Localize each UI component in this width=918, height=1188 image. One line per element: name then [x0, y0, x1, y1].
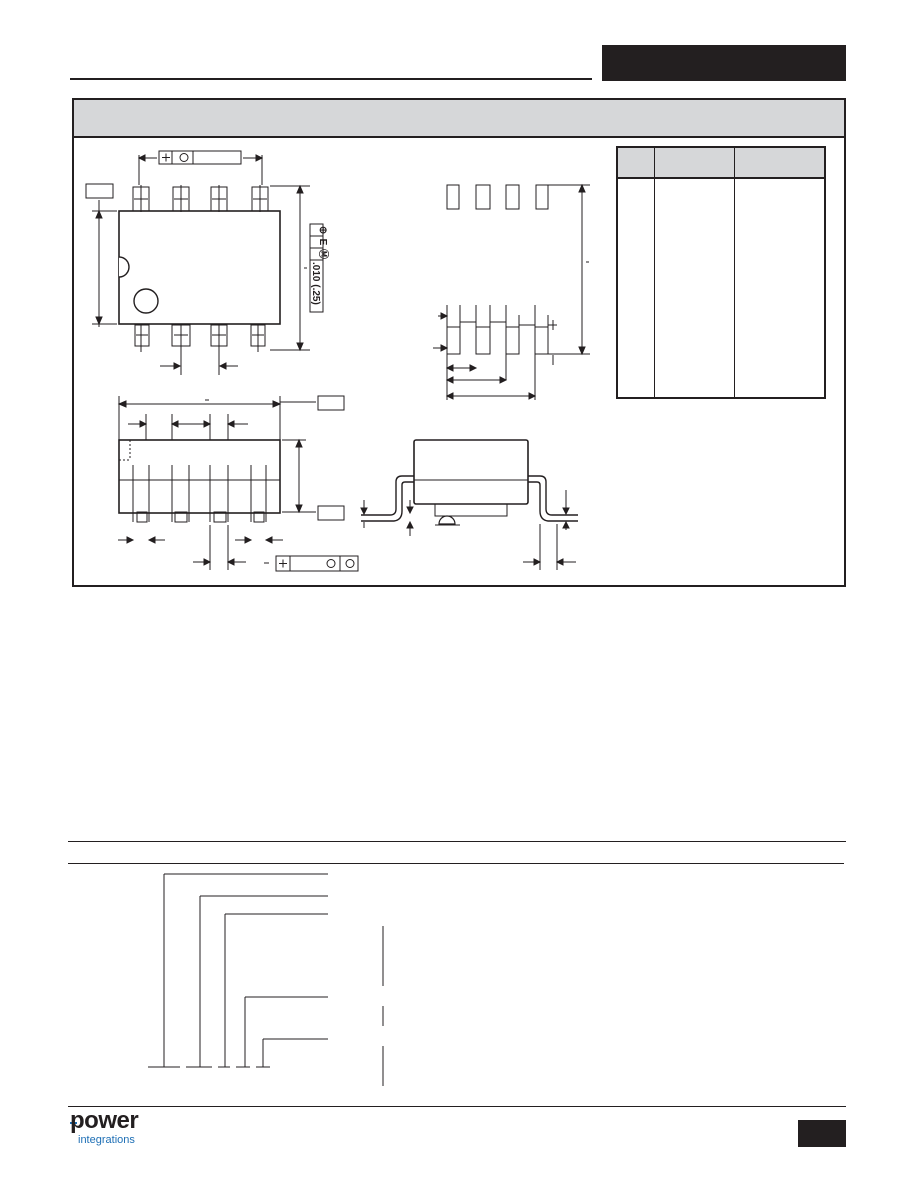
svg-text:E: E — [317, 239, 328, 246]
package-body-side-view — [118, 439, 281, 514]
footer-rule — [68, 1106, 846, 1107]
dimension-table-divider — [654, 148, 655, 397]
feature-control-frame-rotated — [309, 223, 324, 313]
land-pad — [535, 184, 549, 210]
lead — [134, 324, 150, 347]
svg-text:.010 (.25): .010 (.25) — [310, 262, 321, 305]
section-rule-bottom — [68, 863, 844, 864]
land-pad — [446, 326, 461, 355]
rotated-tolerance-label: ⊕ E Ⓜ .010 (.25) — [310, 226, 330, 305]
header-rule — [70, 78, 592, 80]
logo-wordmark-secondary: integrations — [78, 1134, 135, 1146]
logo-accent-dash — [70, 1122, 77, 1124]
land-pad — [475, 184, 491, 210]
land-pad — [505, 184, 520, 210]
package-title-bar — [74, 100, 844, 138]
dimension-table-header — [618, 148, 824, 179]
dimension-table — [616, 146, 826, 399]
logo-wordmark-primary: power — [70, 1107, 139, 1134]
svg-text:⊕: ⊕ — [317, 226, 328, 234]
land-pad — [446, 184, 460, 210]
land-pad — [534, 326, 549, 355]
datum-box-a — [85, 183, 114, 199]
land-pad — [505, 326, 520, 355]
package-drawing-frame — [72, 98, 846, 587]
power-integrations-logo: power integrations — [70, 1108, 170, 1148]
package-body-end-view — [413, 439, 529, 505]
feature-control-frame-bottom — [275, 555, 359, 572]
header-title-block — [602, 45, 846, 81]
dimension-table-divider — [734, 148, 735, 397]
land-pad — [475, 326, 491, 355]
svg-text:Ⓜ: Ⓜ — [317, 249, 330, 259]
feature-control-frame-top — [158, 150, 242, 165]
pin1-marker — [133, 288, 159, 314]
package-body-top-view — [118, 210, 281, 325]
datum-box-b — [317, 395, 345, 411]
part-numbering-diagram — [148, 873, 384, 1086]
datum-box-c — [317, 505, 345, 521]
section-rule-top — [68, 841, 846, 842]
page-number-badge — [798, 1120, 846, 1147]
